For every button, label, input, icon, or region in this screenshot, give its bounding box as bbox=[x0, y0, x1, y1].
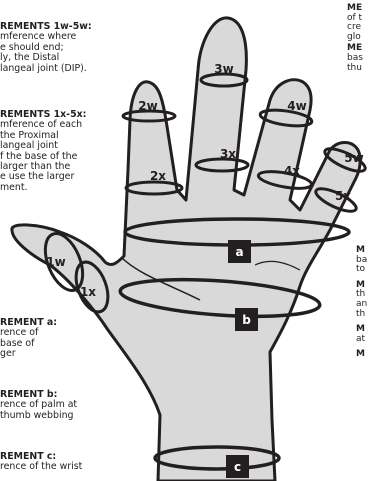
label-2w: 2w bbox=[138, 99, 157, 113]
note-b-body: rence of palm at thumb webbing bbox=[0, 400, 77, 421]
note-w-body: mference where e should end; ly, the Dis… bbox=[0, 32, 92, 74]
label-5w: 5w bbox=[344, 151, 363, 165]
right-mid-line10: M bbox=[356, 350, 367, 360]
label-5x: 5x bbox=[335, 189, 351, 203]
note-measurement-c: REMENT c: rence of the wrist bbox=[0, 452, 82, 473]
label-3w: 3w bbox=[214, 62, 233, 76]
note-measurement-b: REMENT b: rence of palm at thumb webbing bbox=[0, 390, 77, 421]
right-mid-line7: th bbox=[356, 310, 367, 320]
right-top-line4: glo bbox=[347, 33, 363, 43]
label-4x: 4x bbox=[284, 164, 300, 178]
note-right-top: ME of t cre glo ME bas thu bbox=[347, 4, 363, 73]
note-right-mid: M ba to M th an th M at M bbox=[356, 246, 367, 360]
right-top-line7: thu bbox=[347, 64, 363, 74]
note-measurements-w: REMENTS 1w-5w: mference where e should e… bbox=[0, 22, 92, 74]
label-4w: 4w bbox=[287, 99, 306, 113]
label-1w: 1w bbox=[46, 255, 65, 269]
note-measurements-x: REMENTS 1x-5x: mference of each the Prox… bbox=[0, 110, 86, 193]
label-3x: 3x bbox=[220, 147, 236, 161]
band-c-label: c bbox=[234, 460, 241, 474]
right-mid-line9: at bbox=[356, 335, 367, 345]
note-c-body: rence of the wrist bbox=[0, 462, 82, 472]
band-b-label: b bbox=[242, 313, 251, 327]
label-1x: 1x bbox=[80, 285, 96, 299]
note-measurement-a: REMENT a: rence of base of ger bbox=[0, 318, 57, 360]
band-a-label: a bbox=[235, 245, 243, 259]
note-a-body: rence of base of ger bbox=[0, 328, 57, 359]
note-x-body: mference of each the Proximal langeal jo… bbox=[0, 120, 86, 193]
right-mid-line3: to bbox=[356, 265, 367, 275]
label-2x: 2x bbox=[150, 169, 166, 183]
